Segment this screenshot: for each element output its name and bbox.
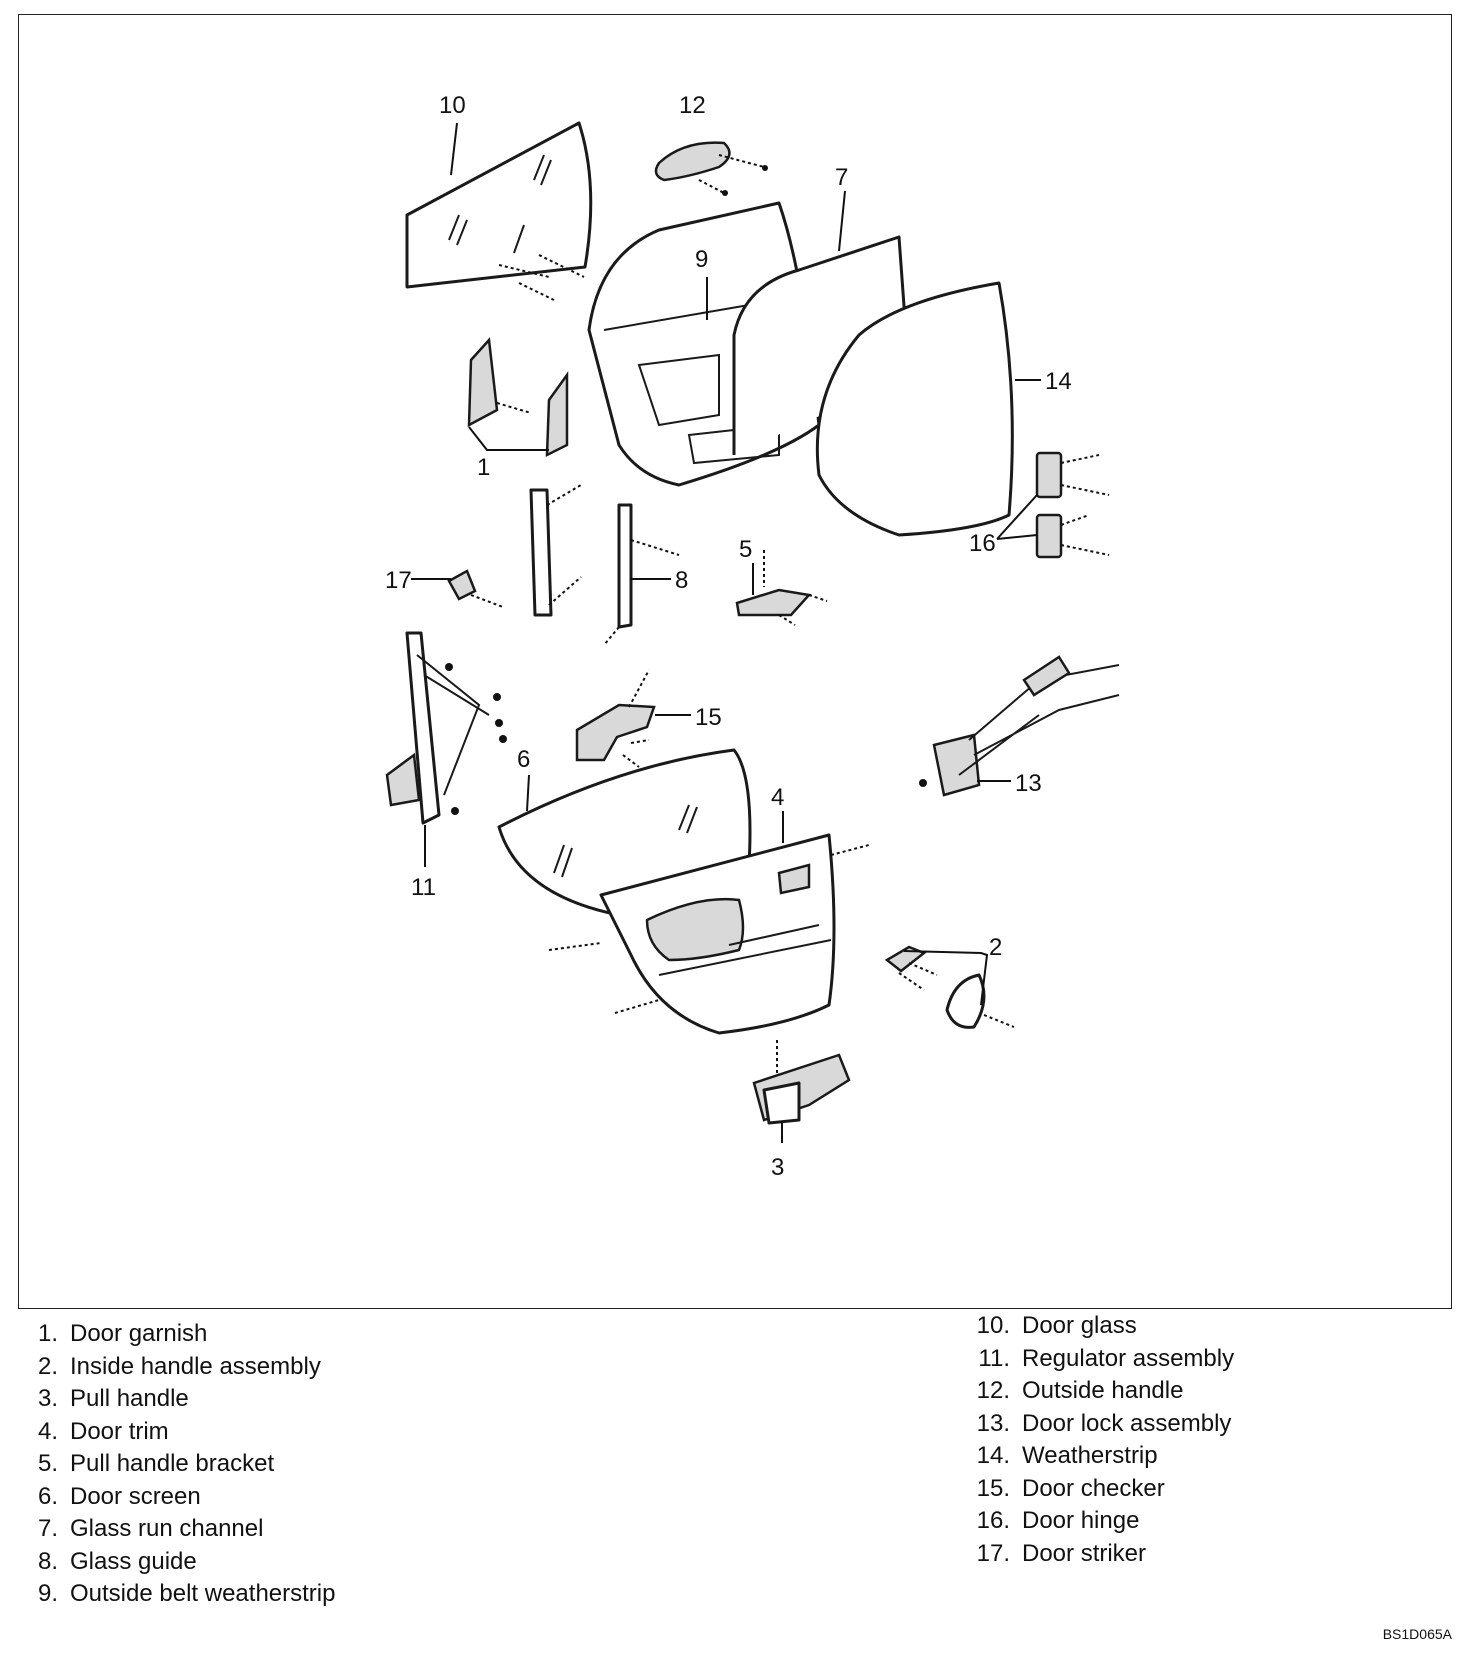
leader-10 (450, 122, 458, 176)
leader-16 (996, 494, 1038, 540)
door-glass-part (405, 121, 593, 301)
legend-item: 12. Outside handle (970, 1375, 1234, 1408)
callout-7: 7 (835, 164, 848, 191)
legend-number: 4. (37, 1417, 58, 1445)
inside-handle-assembly-part (884, 945, 1015, 1029)
door-striker-part (447, 569, 504, 608)
legend-item: 8. Glass guide (24, 1546, 335, 1579)
legend-item: 6. Door screen (24, 1481, 335, 1514)
legend-label: Door checker (1022, 1474, 1165, 1502)
legend-number: 13. (976, 1409, 1010, 1437)
callout-17: 17 (385, 567, 412, 594)
legend-item: 15. Door checker (970, 1473, 1234, 1506)
regulator-assembly-part (385, 631, 507, 825)
legend-number: 11. (978, 1344, 1010, 1372)
legend-number: 1. (37, 1320, 58, 1347)
legend-label: Door screen (70, 1482, 201, 1510)
legend-number: 2. (37, 1352, 58, 1380)
legend-label: Door glass (1022, 1312, 1137, 1339)
legend-item: 7. Glass run channel (24, 1513, 335, 1546)
legend-label: Door striker (1022, 1539, 1147, 1567)
diagram-frame: 10 12 9 7 14 1 16 (18, 14, 1452, 1309)
legend-number: 14. (976, 1442, 1010, 1469)
leader-7 (838, 190, 846, 252)
door-trim-part (548, 833, 870, 1035)
legend-item: 4. Door trim (24, 1416, 335, 1449)
legend-item: 5. Pull handle bracket (24, 1448, 335, 1481)
legend-item: 13. Door lock assembly (970, 1408, 1234, 1441)
callout-2: 2 (989, 934, 1002, 961)
legend-number: 10. (976, 1312, 1010, 1339)
legend-number: 9. (37, 1580, 58, 1607)
legend-label: Outside belt weatherstrip (70, 1580, 336, 1607)
callout-6: 6 (517, 746, 530, 773)
leader-6 (526, 774, 530, 812)
legend-item: 17. Door striker (970, 1538, 1234, 1571)
legend-label: Outside handle (1022, 1377, 1184, 1404)
legend-item: 16. Door hinge (970, 1505, 1234, 1538)
callout-3: 3 (771, 1154, 784, 1181)
legend-number: 16. (976, 1507, 1010, 1534)
pull-handle-part (752, 1040, 851, 1125)
legend-item: 10. Door glass (970, 1310, 1234, 1343)
callout-10: 10 (439, 92, 466, 119)
legend-label: Door garnish (70, 1320, 208, 1347)
legend-label: Door hinge (1022, 1507, 1140, 1534)
pull-handle-bracket-part (735, 550, 828, 626)
callout-12: 12 (679, 92, 706, 119)
figure-code: BS1D065A (1382, 1626, 1452, 1642)
legend-right-column: 10. Door glass 11. Regulator assembly 12. O… (970, 1310, 1234, 1570)
glass-run-channel-part (732, 235, 911, 455)
door-checker-part (575, 669, 656, 768)
outside-handle-part (654, 141, 768, 196)
legend-label: Regulator assembly (1022, 1344, 1235, 1372)
legend-number: 17. (976, 1539, 1010, 1567)
legend-number: 3. (37, 1385, 58, 1412)
legend-item: 9. Outside belt weatherstrip (24, 1578, 335, 1611)
leader-2 (903, 950, 989, 1006)
exploded-door-diagram: 10 12 9 7 14 1 16 (385, 92, 1120, 1181)
legend-item: 2. Inside handle assembly (24, 1351, 335, 1384)
legend-item: 1. Door garnish (24, 1318, 335, 1351)
callout-1: 1 (477, 454, 490, 481)
callout-14: 14 (1045, 368, 1072, 395)
callout-8: 8 (675, 567, 688, 594)
legend-number: 5. (37, 1450, 58, 1477)
legend-label: Door lock assembly (1022, 1409, 1232, 1437)
legend-number: 8. (37, 1547, 58, 1575)
callout-9: 9 (695, 246, 708, 273)
weatherstrip-part (815, 281, 1014, 537)
legend-item: 3. Pull handle (24, 1383, 335, 1416)
callout-16: 16 (969, 530, 996, 557)
glass-guide-part (529, 484, 680, 646)
callout-5: 5 (739, 536, 752, 563)
door-garnish-part (467, 337, 569, 458)
callout-11: 11 (411, 874, 436, 901)
callout-4: 4 (771, 784, 784, 811)
legend-label: Glass run channel (70, 1515, 264, 1542)
callout-15: 15 (695, 704, 722, 731)
legend-label: Glass guide (70, 1547, 197, 1575)
legend-label: Door trim (70, 1417, 169, 1445)
legend-label: Pull handle (70, 1385, 189, 1412)
legend-item: 11. Regulator assembly (970, 1343, 1234, 1376)
door-lock-assembly-part (919, 655, 1120, 797)
leader-1 (468, 426, 549, 451)
legend-label: Inside handle assembly (70, 1352, 321, 1380)
legend-label: Weatherstrip (1022, 1442, 1158, 1469)
legend-number: 12. (976, 1377, 1010, 1404)
legend-number: 15. (976, 1474, 1010, 1502)
legend-item: 14. Weatherstrip (970, 1440, 1234, 1473)
door-hinge-part (1035, 451, 1110, 559)
legend-number: 7. (37, 1515, 58, 1542)
legend-left-column: 1.Door garnish 2.Inside handle assembly … (24, 1318, 335, 1611)
legend-number: 6. (37, 1482, 58, 1510)
legend-label: Pull handle bracket (70, 1450, 275, 1477)
callout-13: 13 (1015, 770, 1042, 797)
